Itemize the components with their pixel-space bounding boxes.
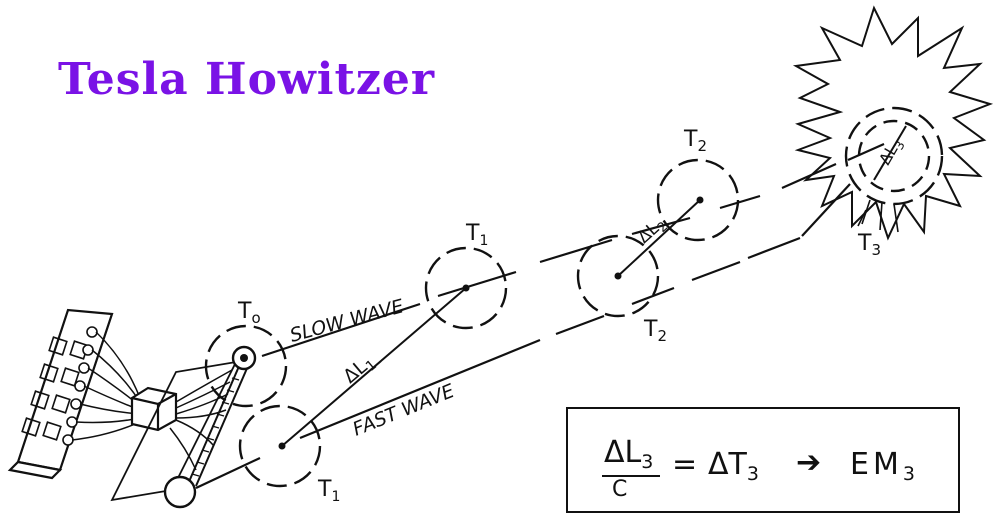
delta-l1-line <box>281 287 467 447</box>
t2-upper-label: T2 <box>683 127 707 155</box>
equation-numerator: ΔL3 <box>604 435 654 473</box>
em-result: EM3 <box>850 447 919 485</box>
t2-lower-label: T2 <box>643 317 667 345</box>
equation-denominator: C <box>612 477 628 502</box>
t3-label: T3 <box>857 231 881 259</box>
t2-upper-dashed-circle <box>656 158 740 242</box>
fast-wave-line <box>195 183 851 489</box>
t1-lower-label: T1 <box>317 477 340 505</box>
t2-lower-dashed-circle <box>576 234 660 318</box>
arrow-icon: ➔ <box>796 445 822 480</box>
equals-sign: = <box>672 447 698 482</box>
explosion-rays <box>857 199 899 233</box>
delta-l2-line <box>617 199 701 277</box>
t0-label: To <box>237 299 261 327</box>
generator-apparatus-icon <box>7 308 257 509</box>
t1-upper-label: T1 <box>465 221 488 249</box>
t1-lower-dashed-circle <box>238 404 322 488</box>
t3-inner-dashed-circle <box>857 119 931 193</box>
t0-dashed-circle <box>204 324 288 408</box>
t1-upper-dashed-circle <box>424 246 508 330</box>
equation-box: ΔL3 C = ΔT3 ➔ EM3 <box>566 407 960 513</box>
diagram-title: Tesla Howitzer <box>58 54 435 105</box>
delta-l3-line <box>873 125 907 181</box>
delta-t-term: ΔT3 <box>708 447 759 485</box>
slow-wave-label: SLOW WAVE <box>288 295 406 346</box>
explosion-burst-icon <box>792 5 994 241</box>
delta-l3-label: ΔL3 <box>875 135 908 170</box>
delta-l1-label: ΔL1 <box>339 350 380 390</box>
fraction-bar <box>602 475 660 477</box>
